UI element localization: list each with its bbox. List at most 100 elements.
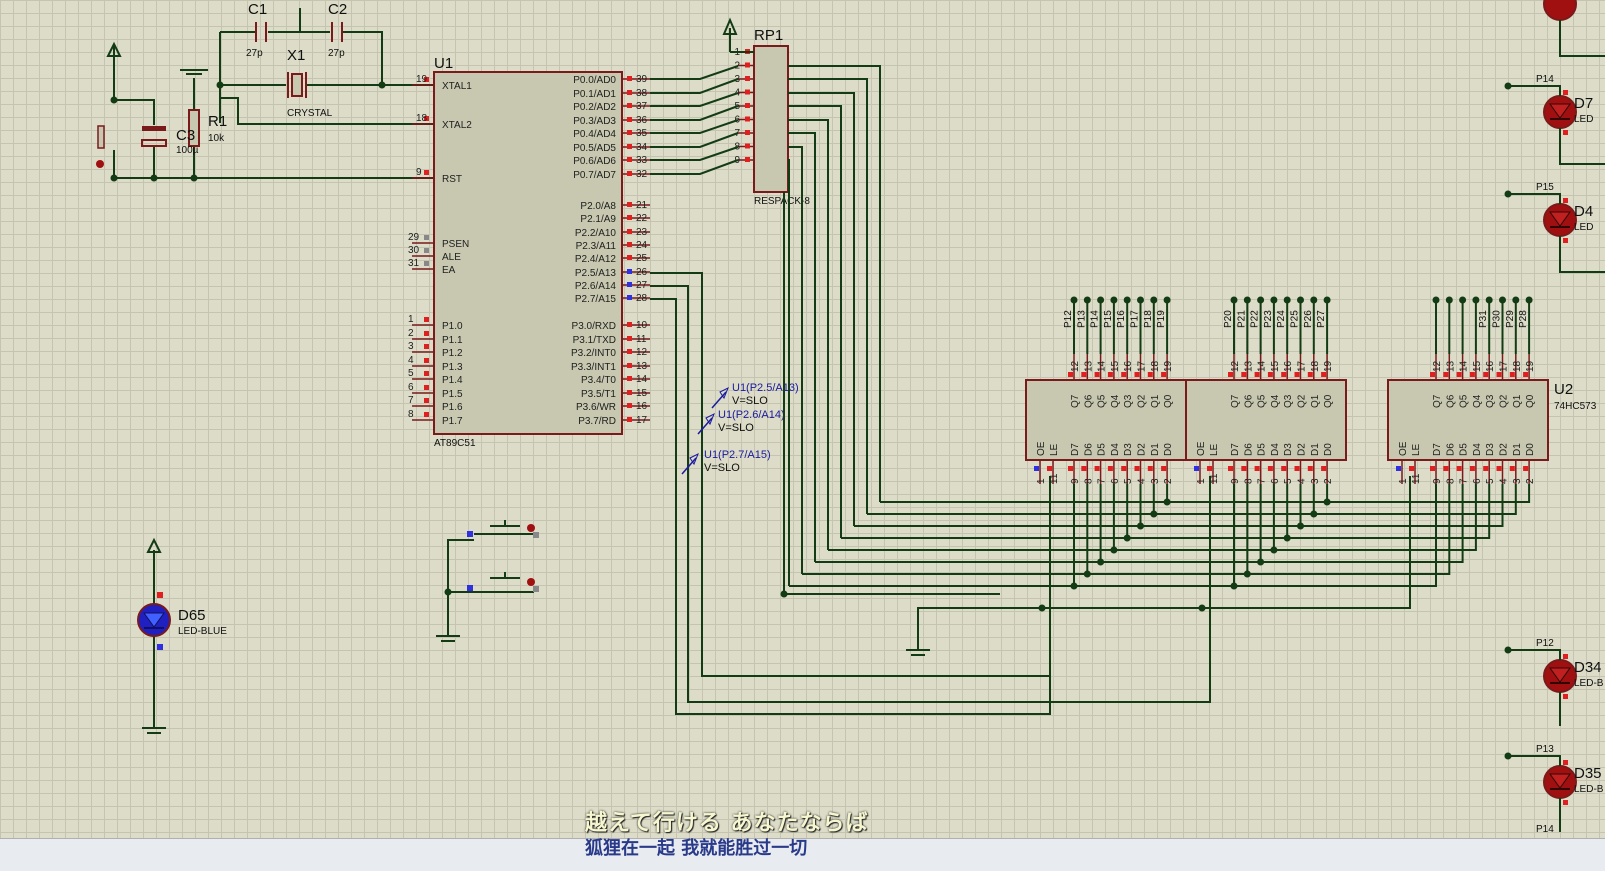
probe-value: V=SLO (718, 422, 754, 434)
push-button-2[interactable] (467, 572, 539, 592)
video-subtitle: 越えて行ける あなたならば (585, 805, 869, 837)
mcu-at89c51[interactable]: U1 AT89C51 19XTAL118XTAL29RST29PSEN30ALE… (408, 55, 650, 449)
push-button-1[interactable] (467, 520, 539, 538)
q-pin-name: Q7 (1432, 394, 1443, 408)
d-pin-name: D2 (1137, 443, 1148, 456)
d-pin-number: 2 (1323, 478, 1334, 484)
ctrl-pin-number: 11 (1049, 473, 1060, 484)
q-pin-name: Q5 (1459, 394, 1470, 408)
pin-number: 26 (636, 267, 648, 278)
pin-name: PSEN (442, 239, 469, 250)
video-subtitle-translation: 狐狸在一起 我就能胜过一切 (585, 834, 807, 860)
latch-3[interactable]: U274HC573Q712D79Q613D68Q514D57Q415D46Q31… (1388, 297, 1597, 485)
pin-number: 8 (408, 409, 414, 420)
pin-name: P2.4/A12 (575, 254, 617, 265)
reset-button[interactable] (96, 126, 104, 168)
d-pin-number: 4 (1137, 478, 1148, 484)
d-pin-name: D2 (1499, 443, 1510, 456)
pin-number: 38 (636, 88, 648, 99)
q-pin-name: Q2 (1137, 394, 1148, 408)
q-pin-name: Q4 (1270, 394, 1281, 408)
pin-number: 5 (408, 368, 414, 379)
led-value: LED (1574, 114, 1593, 125)
q-pin-number: 12 (1432, 360, 1443, 372)
d-pin-number: 9 (1070, 478, 1081, 484)
net-label: P23 (1263, 310, 1274, 328)
latch-2[interactable]: Q712P20D79Q613P21D68Q514P22D57Q415P23D46… (1186, 297, 1346, 485)
d-pin-name: D6 (1083, 443, 1094, 456)
probe-p2-7[interactable]: U1(P2.7/A15) V=SLO (682, 449, 771, 474)
net-label: P20 (1223, 310, 1234, 328)
d-pin-number: 6 (1110, 478, 1121, 484)
q-pin-name: Q0 (1323, 394, 1334, 408)
d-pin-name: D3 (1485, 443, 1496, 456)
pin-number: 25 (636, 253, 648, 264)
capacitor-c3[interactable]: C3 100µ (142, 126, 199, 156)
c3-ref: C3 (176, 127, 195, 144)
probe-p2-6[interactable]: U1(P2.6/A14) V=SLO (698, 409, 785, 434)
voltage-probes[interactable]: U1(P2.5/A13) V=SLO U1(P2.6/A14) V=SLO U1… (682, 382, 799, 474)
pin-name: P3.2/INT0 (571, 348, 616, 359)
d-pin-name: D4 (1110, 443, 1121, 456)
q-pin-number: 14 (1459, 360, 1470, 372)
c1-ref: C1 (248, 1, 267, 18)
ctrl-pin-number: 11 (1411, 473, 1422, 484)
push-buttons[interactable] (448, 520, 539, 636)
p2-control-wires (650, 273, 1410, 714)
c2-ref: C2 (328, 1, 347, 18)
ctrl-pin-number: 11 (1209, 473, 1220, 484)
latch-chips[interactable]: U474HC5Q712P12D79Q613P13D68Q514P14D57Q41… (1026, 297, 1597, 485)
d-pin-name: D3 (1283, 443, 1294, 456)
u1-ref: U1 (434, 55, 453, 72)
d-pin-number: 9 (1432, 478, 1443, 484)
q-pin-number: 19 (1163, 360, 1174, 372)
pin-name: XTAL2 (442, 120, 472, 131)
d-pin-number: 4 (1499, 478, 1510, 484)
led-net-label: P15 (1536, 182, 1554, 193)
pin-number: 35 (636, 128, 648, 139)
crystal-x1[interactable]: X1 CRYSTAL (287, 47, 333, 119)
pin-number: 18 (416, 113, 428, 124)
led-partial[interactable]: P14 (1536, 824, 1554, 835)
rp1-ref: RP1 (754, 27, 783, 44)
q-pin-name: Q4 (1110, 394, 1121, 408)
led-ref: D35 (1574, 765, 1602, 782)
pin-name: P1.1 (442, 335, 463, 346)
pin-number: 13 (636, 361, 648, 372)
pin-name: P3.3/INT1 (571, 362, 616, 373)
led-d65[interactable]: D65 LED-BLUE (138, 592, 227, 728)
capacitor-c1[interactable]: C1 27p (246, 1, 267, 59)
q-pin-number: 14 (1097, 360, 1108, 372)
q-pin-name: Q1 (1310, 394, 1321, 408)
pin-number: 16 (636, 401, 648, 412)
pin-number: 27 (636, 280, 648, 291)
u1-part: AT89C51 (434, 438, 476, 449)
pin-number: 1 (408, 314, 414, 325)
net-label: P19 (1156, 310, 1167, 328)
subtitle-line1: 越えて行ける あなたならば (585, 811, 869, 836)
d-pin-name: D7 (1230, 443, 1241, 456)
pin-name: P3.4/T0 (581, 375, 616, 386)
latch-part: 74HC573 (1554, 401, 1597, 412)
net-label: P29 (1505, 310, 1516, 328)
d-pin-number: 7 (1459, 478, 1470, 484)
net-label: P22 (1250, 310, 1261, 328)
probe-p2-5[interactable]: U1(P2.5/A13) V=SLO (712, 382, 799, 408)
c3-value: 100µ (176, 145, 199, 156)
junction-dots (111, 82, 452, 596)
pin-number: 39 (636, 74, 648, 85)
net-label: P12 (1063, 310, 1074, 328)
pin-number: 15 (636, 388, 648, 399)
capacitor-c2[interactable]: C2 27p (328, 1, 347, 59)
r1-ref: R1 (208, 113, 227, 130)
d-pin-number: 6 (1472, 478, 1483, 484)
d-pin-name: D4 (1472, 443, 1483, 456)
d-pin-name: D7 (1432, 443, 1443, 456)
led-partial-top[interactable] (1544, 0, 1576, 20)
